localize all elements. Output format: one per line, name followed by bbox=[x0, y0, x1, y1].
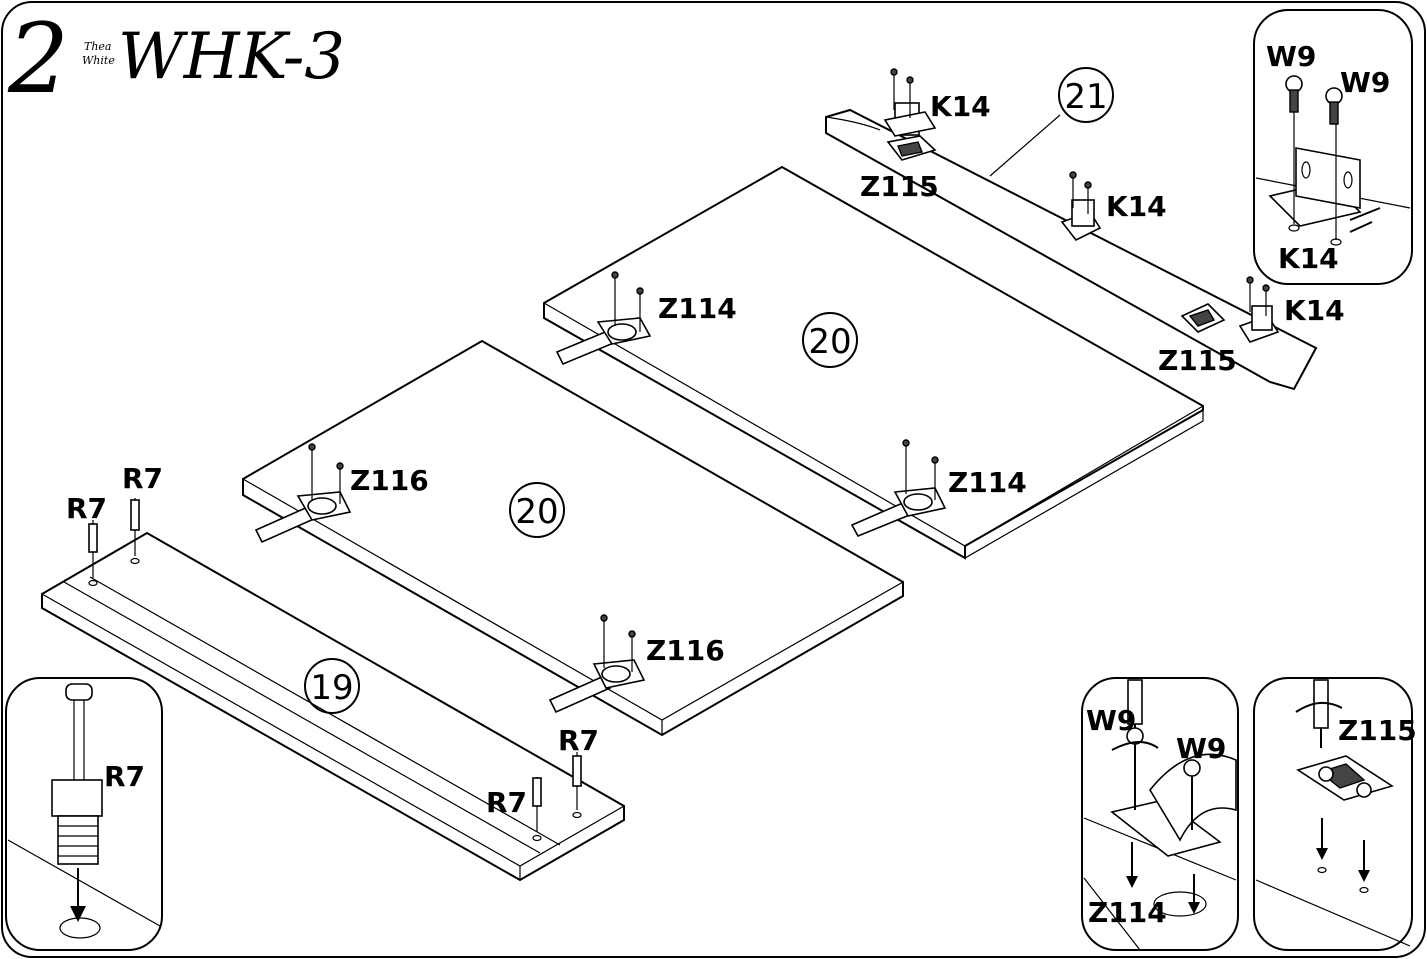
inset-tr-label-w9-b: W9 bbox=[1340, 66, 1390, 99]
inset-bottom-right: Z115 bbox=[1253, 677, 1417, 951]
panel-21-number: 21 bbox=[1064, 77, 1107, 117]
panel-20-lower: 20 bbox=[242, 339, 904, 737]
brand-line-1: Thea bbox=[84, 40, 112, 53]
inset-top-right: W9 W9 K14 bbox=[1253, 9, 1413, 285]
panel-20-upper-number: 20 bbox=[808, 322, 851, 362]
label-r7-right-a: R7 bbox=[558, 724, 599, 757]
label-z114-bottom: Z114 bbox=[948, 466, 1027, 499]
label-k14-middle: K14 bbox=[1106, 190, 1167, 223]
inset-bl-label-r7: R7 bbox=[104, 760, 145, 793]
panel-20-upper-hinges bbox=[555, 271, 947, 538]
inset-bm-label-w9-a: W9 bbox=[1086, 704, 1136, 737]
panel-20-lower-hinges bbox=[254, 443, 646, 714]
label-z116-top: Z116 bbox=[350, 464, 429, 497]
label-z114-top: Z114 bbox=[658, 292, 737, 325]
panel-19: 19 bbox=[41, 498, 625, 882]
inset-tr-label-w9-a: W9 bbox=[1266, 40, 1316, 73]
step-header: 2 Thea White WHK-3 bbox=[7, 3, 345, 115]
label-r7-left-a: R7 bbox=[66, 492, 107, 525]
brand-line-2: White bbox=[82, 54, 115, 67]
label-k14-top: K14 bbox=[930, 90, 991, 123]
inset-tr-label-k14: K14 bbox=[1278, 242, 1339, 275]
panel-21-hardware bbox=[883, 68, 1280, 343]
label-k14-right: K14 bbox=[1284, 294, 1345, 327]
inset-bottom-mid: W9 W9 Z114 bbox=[1081, 677, 1239, 951]
inset-br-label-z115: Z115 bbox=[1338, 714, 1417, 747]
panel-20-lower-number: 20 bbox=[515, 492, 558, 532]
model-code: WHK-3 bbox=[118, 20, 345, 94]
inset-bm-label-z114: Z114 bbox=[1088, 896, 1167, 929]
panel-19-number: 19 bbox=[310, 668, 353, 708]
inset-bm-label-w9-b: W9 bbox=[1176, 732, 1226, 765]
label-r7-left-b: R7 bbox=[122, 462, 163, 495]
inset-bottom-left: R7 bbox=[5, 677, 163, 951]
label-z116-bottom: Z116 bbox=[646, 634, 725, 667]
label-z115-top: Z115 bbox=[860, 170, 939, 203]
step-number: 2 bbox=[7, 3, 69, 115]
label-r7-right-b: R7 bbox=[486, 786, 527, 819]
panel-20-upper: 20 bbox=[543, 165, 1204, 560]
label-z115-bottom: Z115 bbox=[1158, 344, 1237, 377]
